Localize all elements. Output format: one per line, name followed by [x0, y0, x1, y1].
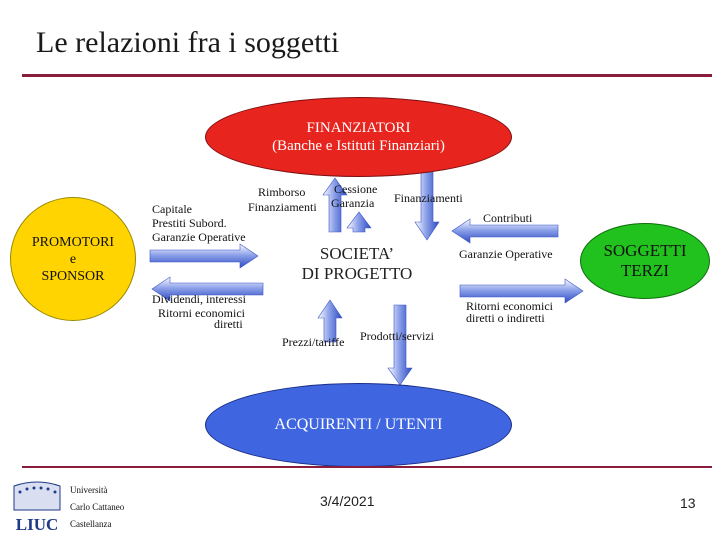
svg-text:LIUC: LIUC — [16, 515, 59, 534]
label-prestiti: Prestiti Subord. — [152, 216, 227, 230]
promotori-line2: e — [69, 251, 77, 267]
label-garanzia: Garanzia — [331, 196, 375, 210]
footer-divider — [22, 466, 712, 468]
label-garanzie-operative-left: Garanzie Operative — [152, 230, 246, 244]
label-garanzie-operative-right: Garanzie Operative — [459, 247, 553, 261]
university-line1: Università — [70, 485, 108, 495]
label-rimborso: Rimborso — [258, 185, 306, 199]
label-ritorni-right-1: Ritorni economici — [466, 299, 553, 313]
title-divider — [22, 74, 712, 77]
soggetti-terzi-line1: SOGGETTI — [603, 241, 687, 260]
label-ritorni-left-1: Ritorni economici — [158, 306, 245, 320]
finanziatori-node: FINANZIATORI (Banche e Istituti Finanzia… — [205, 97, 512, 177]
soggetti-terzi-line2: TERZI — [620, 261, 670, 280]
ritorni-arrow — [459, 278, 584, 304]
label-dividendi: Dividendi, interessi — [152, 292, 246, 306]
soggetti-terzi-node: SOGGETTI TERZI — [580, 223, 710, 299]
prodotti-arrow — [387, 304, 413, 386]
finanziatori-title: FINANZIATORI — [306, 120, 411, 136]
page-number: 13 — [680, 495, 696, 511]
capitale-arrow — [149, 243, 259, 269]
label-contributi: Contributi — [483, 211, 533, 225]
university-line2: Carlo Cattaneo — [70, 502, 125, 512]
label-finanziamenti-right: Finanziamenti — [394, 191, 463, 205]
spv-line2: DI PROGETTO — [301, 264, 413, 283]
label-prodotti: Prodotti/servizi — [360, 329, 434, 343]
university-line3: Castellanza — [70, 519, 112, 529]
label-prezzi: Prezzi/tariffe — [282, 335, 345, 349]
page-title: Le relazioni fra i soggetti — [36, 26, 340, 59]
cessione-arrow — [346, 211, 372, 233]
promotori-line3: SPONSOR — [41, 268, 105, 284]
spv-line1: SOCIETA’ — [319, 244, 395, 263]
spv-node: SOCIETA’ DI PROGETTO — [282, 244, 432, 284]
contributi-arrow — [451, 218, 559, 244]
finanziamenti-arrow — [414, 164, 440, 241]
label-capitale: Capitale — [152, 202, 192, 216]
prezzi-arrow — [317, 299, 343, 343]
dividendi-arrow — [151, 276, 264, 302]
rimborso-arrow — [322, 177, 348, 233]
label-finanziamenti-left: Finanziamenti — [248, 200, 317, 214]
liuc-logo: LIUC — [10, 480, 64, 534]
promotori-line1: PROMOTORI — [31, 234, 115, 250]
finanziatori-subtitle: (Banche e Istituti Finanziari) — [272, 138, 445, 154]
label-ritorni-left-2: diretti — [214, 317, 243, 331]
label-cessione: Cessione — [334, 182, 378, 196]
promotori-node: PROMOTORI e SPONSOR — [10, 197, 136, 321]
footer-date: 3/4/2021 — [320, 493, 375, 509]
acquirenti-label: ACQUIRENTI / UTENTI — [274, 416, 443, 433]
label-ritorni-right-2: diretti o indiretti — [466, 311, 545, 325]
acquirenti-node: ACQUIRENTI / UTENTI — [205, 383, 512, 467]
